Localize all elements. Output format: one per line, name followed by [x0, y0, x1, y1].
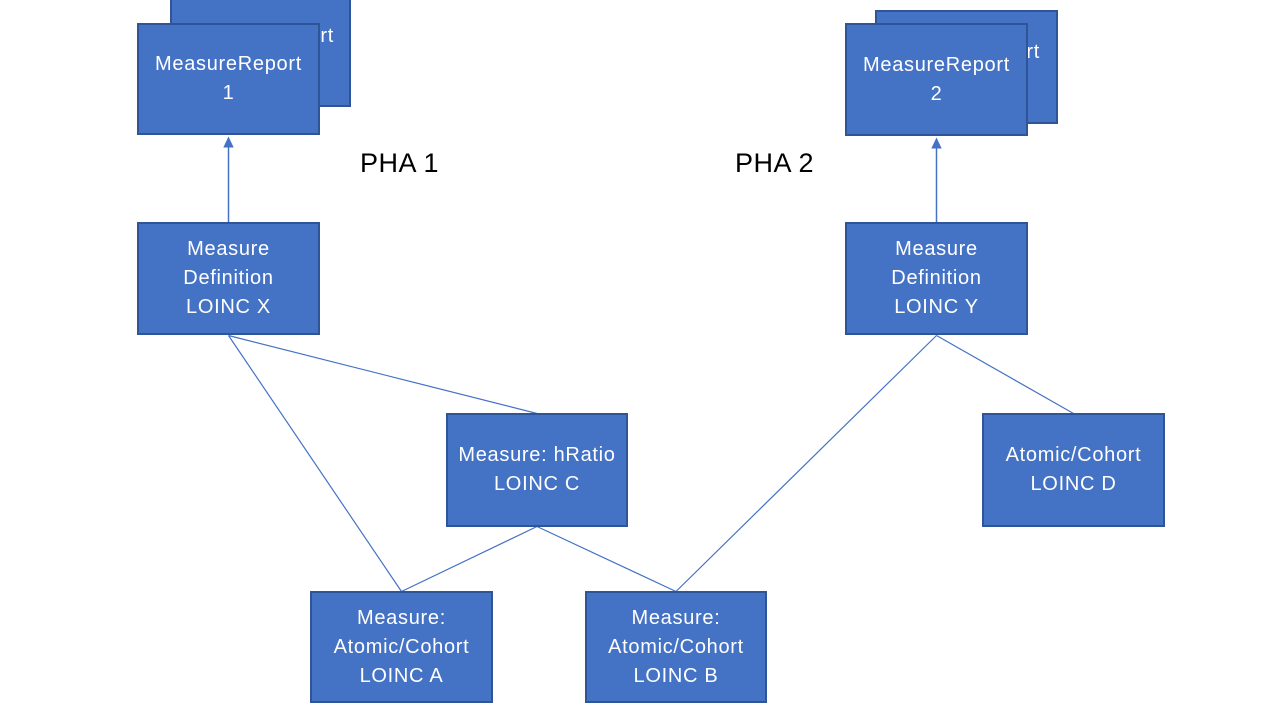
- node-text-line: LOINC X: [186, 296, 271, 318]
- node-text-line: Atomic/Cohort: [1005, 444, 1142, 466]
- node-text-line: LOINC Y: [894, 296, 979, 318]
- connector-definition-x-to-atomic-a: [228, 335, 402, 592]
- node-text-line: Measure: [187, 238, 270, 260]
- connector-hratio-c-to-atomic-b: [536, 525, 677, 593]
- arrowhead-measurereport-2: [931, 137, 942, 149]
- arrowhead-measurereport-1: [223, 136, 234, 148]
- node-text-line: LOINC C: [493, 473, 581, 495]
- node-text-line: LOINC B: [633, 664, 719, 687]
- measure-hratio-loinc-c-box[interactable]: Measure: hRatio LOINC C: [446, 413, 628, 527]
- node-text-line: MeasureReport: [863, 53, 1010, 76]
- node-text-line: Atomic/Cohort: [333, 635, 470, 658]
- atomic-cohort-loinc-d-box[interactable]: Atomic/Cohort LOINC D: [982, 413, 1165, 527]
- node-text-line: 2: [930, 82, 943, 105]
- node-text-line: Measure: hRatio: [458, 444, 616, 466]
- node-text-line: Measure: [895, 238, 978, 260]
- node-text-line: Measure:: [357, 606, 446, 629]
- connector-definition-x-to-hratio-c: [228, 334, 538, 415]
- connector-definition-y-to-atomic-b: [675, 335, 937, 592]
- node-text-line: LOINC D: [1030, 473, 1117, 495]
- measure-definition-loinc-x-box[interactable]: Measure Definition LOINC X: [137, 222, 320, 335]
- node-text-line: Definition: [183, 267, 274, 289]
- pha-1-label: PHA 1: [360, 148, 440, 178]
- node-text-line: LOINC A: [359, 664, 444, 687]
- node-text-line: Measure:: [631, 606, 721, 629]
- measure-definition-loinc-y-box[interactable]: Measure Definition LOINC Y: [845, 222, 1028, 335]
- node-text-line: MeasureReport: [155, 53, 302, 75]
- measure-atomic-cohort-loinc-b-box[interactable]: Measure: Atomic/Cohort LOINC B: [585, 591, 767, 703]
- node-text-line: Definition: [891, 267, 982, 289]
- measurereport-2-box[interactable]: MeasureReport 2: [845, 23, 1028, 136]
- connector-definition-y-to-atomic-d: [936, 334, 1074, 415]
- pha-2-label: PHA 2: [735, 148, 815, 178]
- measurereport-1-box[interactable]: MeasureReport 1: [137, 23, 320, 135]
- node-text-line: Atomic/Cohort: [608, 635, 744, 658]
- connector-hratio-c-to-atomic-a: [401, 525, 538, 593]
- node-text-line: 1: [222, 82, 235, 104]
- measure-atomic-cohort-loinc-a-box[interactable]: Measure: Atomic/Cohort LOINC A: [310, 591, 493, 703]
